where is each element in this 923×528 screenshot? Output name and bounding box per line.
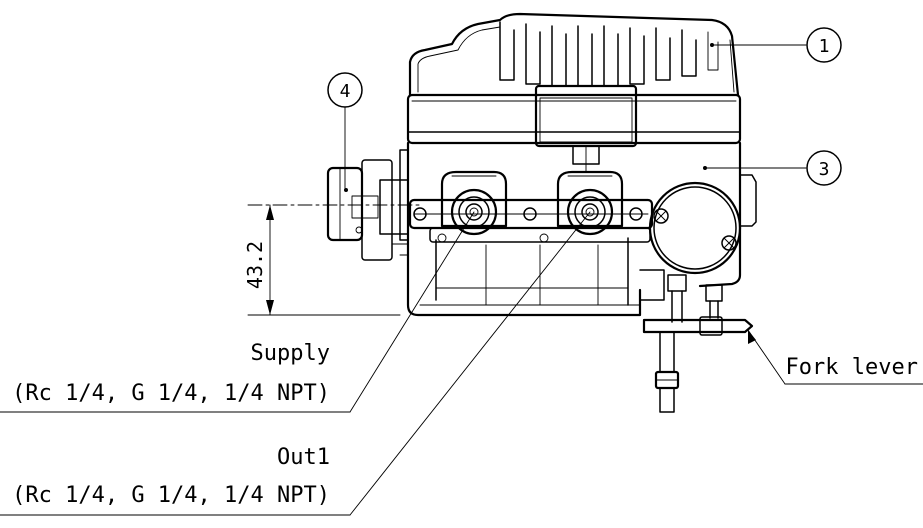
callout-3-number: 3 bbox=[819, 159, 830, 180]
dimension-value: 43.2 bbox=[243, 241, 267, 289]
callout-4: 4 bbox=[327, 72, 363, 189]
top-cover bbox=[408, 12, 740, 97]
callout-1: 1 bbox=[710, 27, 842, 63]
pressure-gauge bbox=[648, 181, 742, 275]
fork-lever-leader: Fork lever bbox=[747, 329, 923, 385]
callout-4-number: 4 bbox=[340, 81, 351, 102]
out1-port bbox=[556, 170, 624, 236]
supply-spec: (Rc 1/4, G 1/4, 1/4 NPT) bbox=[12, 381, 330, 406]
fork-lever-label: Fork lever bbox=[786, 355, 918, 380]
supply-leader: Supply (Rc 1/4, G 1/4, 1/4 NPT) bbox=[0, 211, 475, 413]
cooling-fins bbox=[499, 21, 719, 87]
supply-title: Supply bbox=[251, 341, 330, 366]
callout-3: 3 bbox=[703, 150, 842, 186]
port-manifold bbox=[408, 170, 654, 243]
supply-port bbox=[440, 170, 508, 236]
cable-connector bbox=[326, 159, 409, 261]
callout-1-number: 1 bbox=[819, 36, 830, 57]
fork-lever-assembly bbox=[642, 274, 754, 413]
out1-title: Out1 bbox=[277, 445, 330, 470]
out1-spec: (Rc 1/4, G 1/4, 1/4 NPT) bbox=[12, 483, 330, 508]
dimension-43-2: 43.2 bbox=[243, 204, 421, 316]
out1-leader: Out1 (Rc 1/4, G 1/4, 1/4 NPT) bbox=[0, 211, 591, 516]
